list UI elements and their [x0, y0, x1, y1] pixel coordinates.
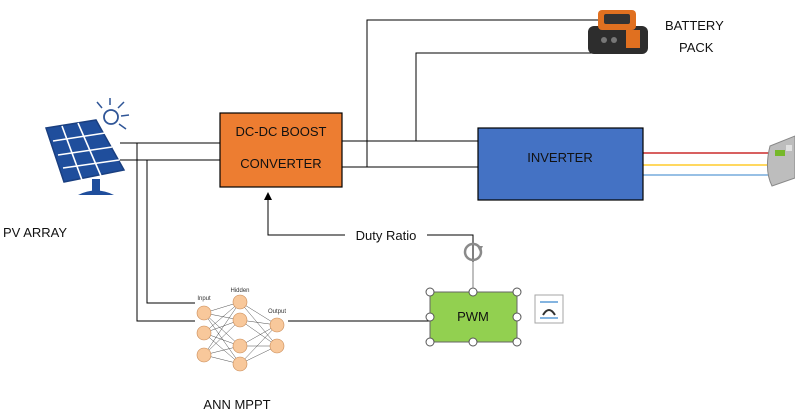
wires	[120, 19, 598, 322]
pv-array-label: PV ARRAY	[3, 225, 67, 240]
handle-middle-right[interactable]	[512, 312, 522, 322]
nn-edge	[239, 301, 278, 347]
handle-bottom-left[interactable]	[425, 337, 435, 347]
duty-ratio-label: Duty Ratio	[356, 228, 417, 243]
nn-output-label: Output	[268, 309, 286, 315]
nn-neuron	[269, 317, 285, 333]
nn-edge	[203, 312, 241, 365]
handle-middle-left[interactable]	[425, 312, 435, 322]
inverter-label: INVERTER	[527, 150, 593, 165]
wire-sense-current	[146, 160, 195, 304]
nn-edge	[203, 319, 241, 356]
battery-label-line1: BATTERY	[665, 18, 724, 33]
nn-neuron	[232, 356, 248, 372]
wire-battery-1	[366, 19, 598, 167]
nn-edge	[203, 301, 241, 356]
handle-top-left[interactable]	[425, 287, 435, 297]
nn-neuron	[232, 338, 248, 354]
nn-edge	[203, 301, 241, 334]
nn-neuron	[196, 325, 212, 341]
nn-neuron	[196, 347, 212, 363]
nn-neuron	[269, 338, 285, 354]
inverter-output-lines	[643, 152, 770, 176]
nn-neuron	[232, 294, 248, 310]
pwm-label: PWM	[457, 309, 489, 324]
boost-converter-label-line2: CONVERTER	[240, 156, 321, 171]
nn-neuron	[232, 312, 248, 328]
nn-edge	[239, 319, 278, 347]
handle-bottom-center[interactable]	[468, 337, 478, 347]
nn-input-label: Input	[197, 296, 211, 302]
inverter-block[interactable]: INVERTER	[477, 127, 644, 201]
battery-label-line2: PACK	[679, 40, 714, 55]
nn-edge	[203, 332, 241, 365]
nn-neuron	[196, 305, 212, 321]
wire-sense-voltage	[136, 143, 195, 322]
boost-converter-block[interactable]: DC-DC BOOST CONVERTER	[219, 112, 343, 188]
wire-battery-2	[415, 52, 598, 141]
boost-converter-label-line1: DC-DC BOOST	[236, 124, 327, 139]
selection-handles[interactable]	[425, 287, 522, 347]
wire-duty-ratio-arrow	[264, 192, 345, 236]
layout-options-icon[interactable]	[534, 294, 564, 324]
handle-bottom-right[interactable]	[512, 337, 522, 347]
pwm-block[interactable]: PWM	[429, 291, 518, 343]
ann-mppt-label: ANN MPPT	[203, 397, 270, 412]
wire-pwm-up	[427, 234, 474, 290]
rotate-handle-icon[interactable]	[463, 242, 483, 288]
handle-top-center[interactable]	[468, 287, 478, 297]
load-device-icon	[766, 135, 795, 187]
battery-pack-icon	[588, 10, 648, 54]
solar-panel-icon	[45, 98, 130, 195]
handle-top-right[interactable]	[512, 287, 522, 297]
nn-edge	[239, 324, 278, 365]
nn-hidden-label: Hidden	[230, 288, 249, 294]
nn-edge	[203, 312, 241, 347]
neural-network-icon: Input Hidden Output	[196, 288, 286, 372]
